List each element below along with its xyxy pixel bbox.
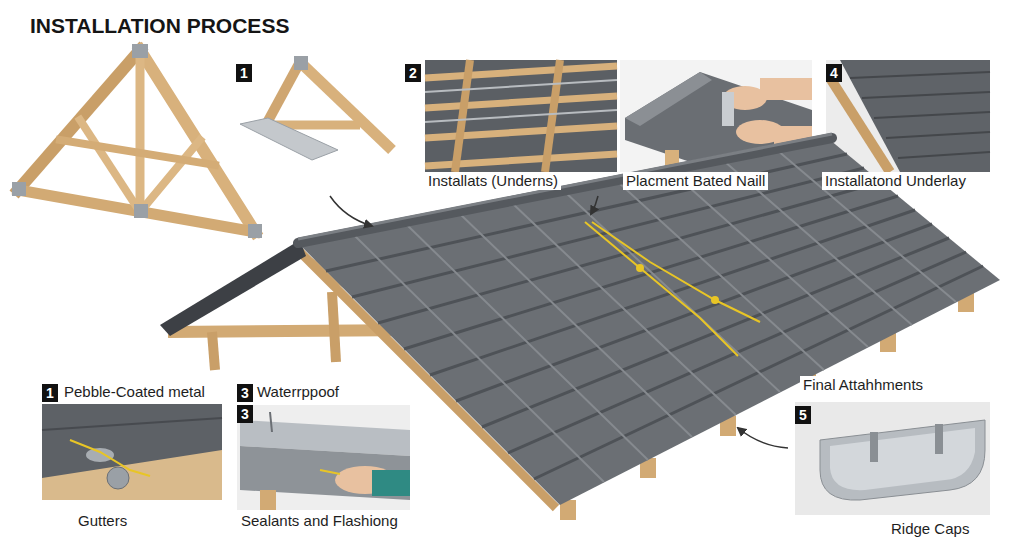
step-panel: 1Pebble-Coated metalGutters xyxy=(40,378,225,538)
step-heading: Waterrppoof xyxy=(255,383,341,401)
step-caption: Installatond Underlay xyxy=(822,172,969,190)
panel-gutter xyxy=(795,402,990,515)
panel-battens xyxy=(425,60,617,172)
panel-underlay xyxy=(826,60,990,172)
callout-number: 1 xyxy=(42,384,58,402)
callout-number: 2 xyxy=(405,64,421,82)
step-panel: 1 xyxy=(236,60,401,172)
diagram-title: INSTALLATION PROCESS xyxy=(30,14,289,38)
step-caption: Installats (Underns) xyxy=(425,172,561,190)
step-panel: 5Ridge Caps xyxy=(792,400,992,542)
truss-drawing xyxy=(12,44,262,238)
callout-number: 3 xyxy=(237,384,253,402)
panel-metal-sheet xyxy=(42,404,222,500)
callout-number: 4 xyxy=(826,64,842,82)
panel-flashing xyxy=(237,405,410,510)
panel-truss-strip xyxy=(240,56,392,160)
callout-number: 3 xyxy=(237,405,253,423)
step-caption: Ridge Caps xyxy=(888,520,972,538)
step-panel: 4Installatond Underlay xyxy=(822,60,994,195)
step-caption: Placment Bated Naill xyxy=(623,172,768,190)
step-panel: 2Installats (Underns) xyxy=(404,60,618,195)
step-caption: Gutters xyxy=(75,512,130,530)
callout-number: 1 xyxy=(236,64,252,82)
step-caption: Sealants and Flashiong xyxy=(238,512,401,530)
leader-arrow xyxy=(330,196,788,448)
step-heading: Pebble-Coated metal xyxy=(62,383,207,401)
step-panel: 3Waterrppoof3Sealants and Flashiong xyxy=(235,378,417,538)
roof-tiles xyxy=(160,134,1000,505)
callout-number: 5 xyxy=(795,406,811,424)
step-panel: Placment Bated Naill xyxy=(620,60,815,195)
safety-rope xyxy=(585,222,760,356)
step-label: Final Attahhments xyxy=(800,376,926,394)
